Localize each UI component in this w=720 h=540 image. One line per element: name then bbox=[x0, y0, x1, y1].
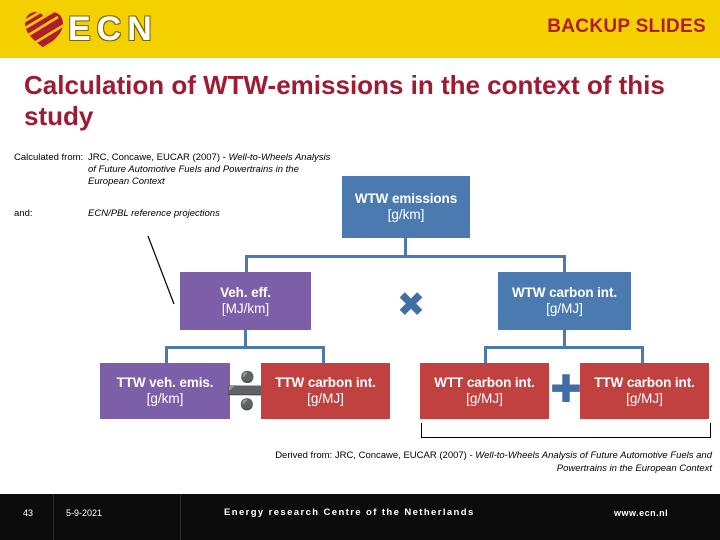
connector-stem bbox=[244, 330, 247, 347]
divide-operator-icon: ➗ bbox=[225, 373, 270, 409]
node-unit: [g/km] bbox=[387, 207, 425, 222]
source-notes: Calculated from: JRC, Concawe, EUCAR (20… bbox=[14, 152, 334, 220]
node-title: TTW carbon int. bbox=[594, 375, 695, 390]
connector-bar bbox=[484, 346, 644, 349]
node-unit: [g/MJ] bbox=[466, 391, 503, 406]
footer-divider bbox=[180, 494, 181, 540]
node-title: WTW carbon int. bbox=[512, 285, 617, 300]
node-title: Veh. eff. bbox=[220, 285, 271, 300]
node-wtt-carbon-int[interactable]: WTT carbon int. [g/MJ] bbox=[420, 363, 549, 419]
node-unit: [g/MJ] bbox=[626, 391, 663, 406]
node-unit: [g/MJ] bbox=[307, 391, 344, 406]
derived-italic: Well-to-Wheels Analysis of Future Automo… bbox=[475, 450, 712, 474]
note-italic: Well-to-Wheels Analysis of Future Automo… bbox=[88, 152, 331, 188]
note-row: Calculated from: JRC, Concawe, EUCAR (20… bbox=[14, 152, 334, 208]
connector-drop-right bbox=[322, 346, 325, 363]
node-title: WTW emissions bbox=[354, 191, 458, 206]
node-ttw-carbon-int-1[interactable]: TTW carbon int. [g/MJ] bbox=[261, 363, 390, 419]
connector-drop-right bbox=[641, 346, 644, 363]
note-row: and: ECN/PBL reference projections bbox=[14, 208, 334, 220]
multiply-glyph: ✖ bbox=[396, 286, 426, 324]
node-ttw-veh-emis[interactable]: TTW veh. emis. [g/km] bbox=[100, 363, 230, 419]
note-value: JRC, Concawe, EUCAR (2007) - Well-to-Whe… bbox=[88, 152, 334, 189]
footer-url[interactable]: www.ecn.nl bbox=[614, 508, 669, 518]
note-plain: JRC, Concawe, EUCAR (2007) - bbox=[88, 152, 229, 163]
footer-date: 5-9-2021 bbox=[66, 508, 103, 518]
ecn-logo-text: ECN bbox=[68, 10, 158, 48]
derived-from-note: Derived from: JRC, Concawe, EUCAR (2007)… bbox=[242, 450, 712, 475]
connector-stem bbox=[404, 238, 407, 256]
node-wtw-emissions[interactable]: WTW emissions [g/km] bbox=[342, 176, 470, 238]
node-wtw-carbon-int[interactable]: WTW carbon int. [g/MJ] bbox=[498, 272, 631, 330]
note-label: and: bbox=[14, 208, 33, 219]
connector-drop-left bbox=[245, 255, 248, 272]
backup-slides-label: BACKUP SLIDES bbox=[547, 16, 706, 37]
derived-label: Derived from: JRC, Concawe, EUCAR (2007)… bbox=[275, 450, 476, 461]
ecn-logo-icon bbox=[24, 11, 64, 49]
node-title: WTT carbon int. bbox=[434, 375, 535, 390]
connector-bar bbox=[245, 255, 566, 258]
node-unit: [g/km] bbox=[146, 391, 184, 406]
node-title: TTW carbon int. bbox=[275, 375, 376, 390]
footer-page-number: 43 bbox=[23, 508, 34, 518]
page-title: Calculation of WTW-emissions in the cont… bbox=[24, 70, 665, 131]
pointer-line-icon bbox=[147, 235, 175, 305]
node-title: TTW veh. emis. bbox=[116, 375, 214, 390]
connector-drop-right bbox=[563, 255, 566, 272]
connector-stem bbox=[563, 330, 566, 347]
ecn-logo: ECN bbox=[24, 7, 164, 51]
wtw-calculation-diagram: WTW emissions [g/km] Veh. eff. [MJ/km] ✖… bbox=[0, 150, 720, 450]
footer-divider bbox=[53, 494, 54, 540]
slide-header: ECN BACKUP SLIDES bbox=[0, 0, 720, 58]
source-bracket bbox=[421, 423, 711, 438]
plus-operator-icon: ✚ bbox=[550, 371, 582, 409]
connector-bar bbox=[165, 346, 325, 349]
note-italic: ECN/PBL reference projections bbox=[88, 208, 220, 219]
slide-footer: 43 5-9-2021 Energy research Centre of th… bbox=[0, 494, 720, 540]
node-veh-eff[interactable]: Veh. eff. [MJ/km] bbox=[180, 272, 311, 330]
node-unit: [g/MJ] bbox=[546, 301, 583, 316]
node-ttw-carbon-int-2[interactable]: TTW carbon int. [g/MJ] bbox=[580, 363, 709, 419]
note-label: Calculated from: bbox=[14, 152, 84, 163]
connector-drop-left bbox=[165, 346, 168, 363]
multiply-operator-icon: ✖ bbox=[396, 286, 426, 324]
node-unit: [MJ/km] bbox=[221, 301, 270, 316]
plus-glyph: ✚ bbox=[550, 369, 582, 411]
connector-drop-left bbox=[484, 346, 487, 363]
footer-organisation: Energy research Centre of the Netherland… bbox=[224, 507, 475, 518]
